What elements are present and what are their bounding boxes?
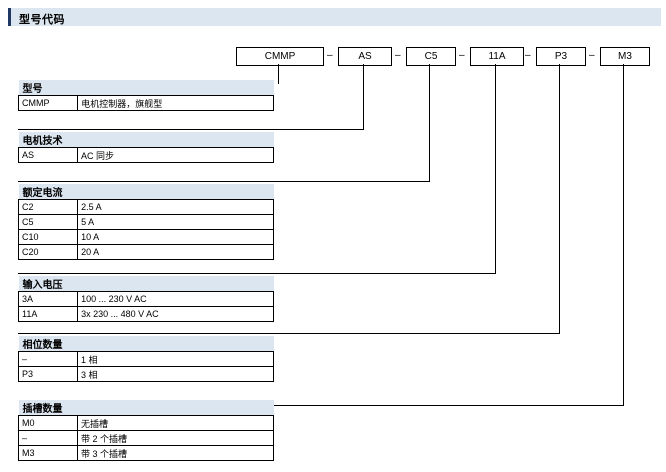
row-desc: 带 2 个插槽 (77, 430, 274, 446)
row-desc: 2.5 A (77, 199, 274, 215)
code-box-motor-tech: AS (338, 47, 392, 66)
row-code: C20 (17, 244, 79, 260)
section-title: 电机技术 (18, 132, 274, 148)
section-table-input-voltage: 输入电压 3A 100 ... 230 V AC 11A 3x 230 ... … (17, 276, 274, 322)
row-code: C10 (17, 229, 79, 245)
table-row: C20 20 A (17, 244, 274, 260)
table-row: CMMP 电机控制器，旗舰型 (17, 95, 274, 111)
row-desc: AC 同步 (77, 147, 274, 163)
row-desc: 电机控制器，旗舰型 (77, 95, 274, 111)
table-row: C2 2.5 A (17, 199, 274, 215)
code-box-type: CMMP (236, 47, 324, 66)
code-box-input-voltage: 11A (470, 47, 524, 66)
table-row: M0 无插槽 (17, 415, 274, 431)
section-table-phase-count: 相位数量 – 1 相 P3 3 相 (17, 336, 274, 382)
row-code: M3 (17, 445, 79, 461)
table-row: – 1 相 (17, 351, 274, 367)
row-desc: 带 3 个插槽 (77, 445, 274, 461)
table-row: P3 3 相 (17, 366, 274, 382)
table-row: – 带 2 个插槽 (17, 430, 274, 446)
row-desc: 10 A (77, 229, 274, 245)
code-box-phase-count: P3 (536, 47, 586, 66)
row-desc: 20 A (77, 244, 274, 260)
row-code: CMMP (17, 95, 79, 111)
row-desc: 100 ... 230 V AC (77, 291, 274, 307)
table-row: C10 10 A (17, 229, 274, 245)
row-desc: 3x 230 ... 480 V AC (77, 306, 274, 322)
section-table-slot-count: 插槽数量 M0 无插槽 – 带 2 个插槽 M3 带 3 个插槽 (17, 400, 274, 461)
code-box-slot-count: M3 (600, 47, 650, 66)
code-separator-5: – (589, 50, 595, 61)
row-desc: 无插槽 (77, 415, 274, 431)
section-title: 插槽数量 (18, 400, 274, 416)
row-code: M0 (17, 415, 79, 431)
code-separator-4: – (525, 50, 531, 61)
row-code: AS (17, 147, 79, 163)
section-table-rated-current: 额定电流 C2 2.5 A C5 5 A C10 10 A C20 20 A (17, 184, 274, 260)
row-code: P3 (17, 366, 79, 382)
row-desc: 5 A (77, 214, 274, 230)
table-row: M3 带 3 个插槽 (17, 445, 274, 461)
row-code: 11A (17, 306, 79, 322)
table-row: AS AC 同步 (17, 147, 274, 163)
row-desc: 1 相 (77, 351, 274, 367)
section-table-type: 型号 CMMP 电机控制器，旗舰型 (17, 80, 274, 111)
section-table-motor-tech: 电机技术 AS AC 同步 (17, 132, 274, 163)
table-row: 3A 100 ... 230 V AC (17, 291, 274, 307)
row-code: C5 (17, 214, 79, 230)
section-title: 输入电压 (18, 276, 274, 292)
row-desc: 3 相 (77, 366, 274, 382)
row-code: – (17, 351, 79, 367)
page-header: 型号代码 (8, 8, 661, 26)
code-separator-1: – (327, 50, 333, 61)
table-row: C5 5 A (17, 214, 274, 230)
row-code: – (17, 430, 79, 446)
row-code: C2 (17, 199, 79, 215)
section-title: 额定电流 (18, 184, 274, 200)
section-title: 相位数量 (18, 336, 274, 352)
section-title: 型号 (18, 80, 274, 96)
table-row: 11A 3x 230 ... 480 V AC (17, 306, 274, 322)
code-separator-2: – (395, 50, 401, 61)
code-box-rated-current: C5 (406, 47, 456, 66)
page-title: 型号代码 (19, 14, 65, 26)
code-separator-3: – (459, 50, 465, 61)
row-code: 3A (17, 291, 79, 307)
